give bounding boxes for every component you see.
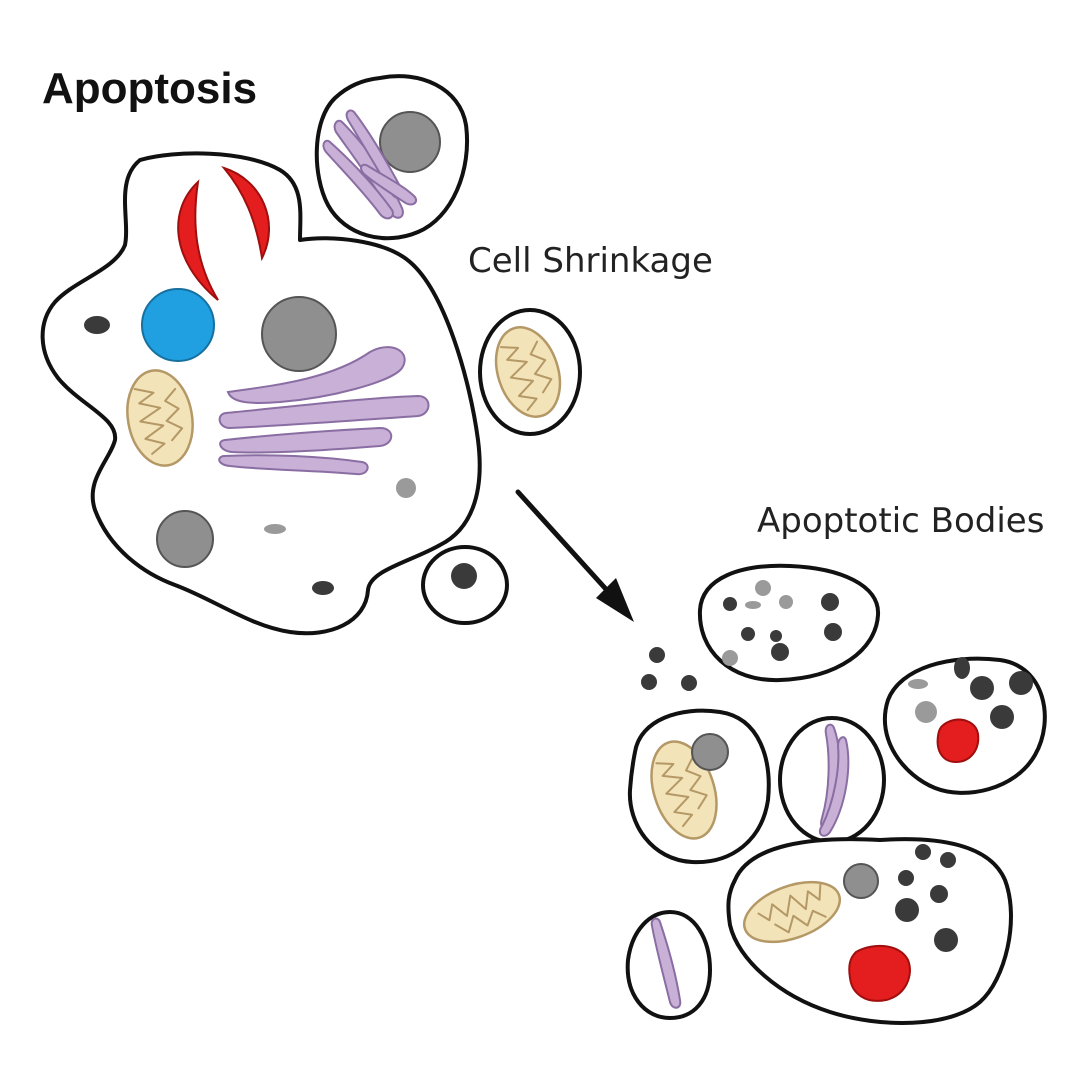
- red-crescent-organelle-left: [177, 179, 219, 301]
- label-cell-shrinkage: Cell Shrinkage: [468, 241, 713, 281]
- label-apoptotic-bodies: Apoptotic Bodies: [757, 501, 1044, 541]
- nucleus-top: [261, 296, 337, 372]
- apoptotic-body-2: [882, 656, 1047, 795]
- budding-cell-mitochondrion: [478, 308, 582, 436]
- small-vesicle-center: [264, 524, 286, 534]
- debris-fragments: [641, 647, 697, 691]
- blue-organelle: [141, 288, 215, 362]
- golgi-apparatus: [218, 346, 430, 476]
- nucleus-bottom: [156, 510, 214, 568]
- apoptotic-body-3-nucleus: [691, 733, 729, 771]
- apoptotic-body-5: [726, 837, 1013, 1025]
- mitochondrion-main: [126, 369, 194, 467]
- budding-cell-top: [314, 74, 469, 241]
- apoptotic-body-2-red-organelle: [936, 718, 980, 764]
- transition-arrow: [515, 489, 634, 622]
- shrinking-cell: [40, 151, 482, 636]
- budding-cell-small: [421, 545, 509, 625]
- apoptotic-body-3: [627, 708, 771, 865]
- red-crescent-organelle-right: [221, 166, 270, 262]
- apoptotic-body-5-nucleus: [843, 863, 879, 899]
- apoptotic-body-6: [625, 910, 712, 1020]
- apoptotic-body-1: [697, 563, 881, 683]
- budding-cell-top-nucleus: [379, 111, 441, 173]
- small-vesicle-left: [84, 316, 110, 334]
- diagram-title: Apoptosis: [42, 64, 257, 113]
- budding-cell-small-chromatin: [451, 563, 477, 589]
- apoptotic-body-5-red-organelle: [848, 944, 911, 1002]
- budding-cell-top-golgi: [322, 109, 418, 220]
- small-vesicle-bottom: [312, 581, 334, 595]
- small-vesicle-right: [396, 478, 416, 498]
- apoptotic-body-4: [778, 716, 886, 844]
